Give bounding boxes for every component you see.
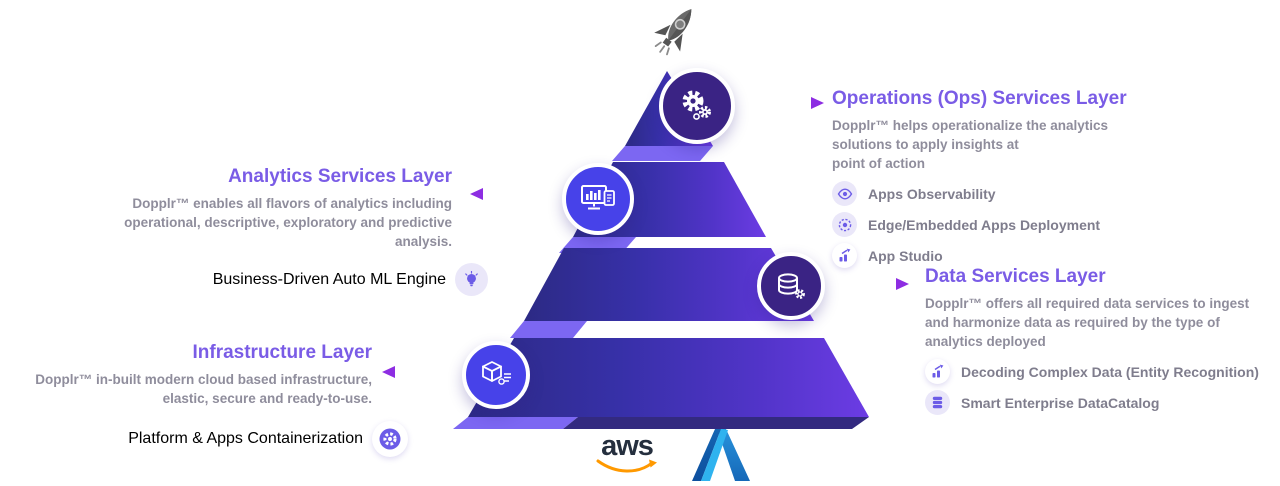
analytics-section: Analytics Services Layer Dopplr™ enables… [32, 166, 488, 297]
azure-logo [692, 429, 752, 486]
data-badge [757, 252, 825, 320]
list-item: Smart Enterprise DataCatalog [925, 390, 1280, 416]
data-arrowhead [896, 278, 909, 290]
list-item: Edge/Embedded Apps Deployment [832, 212, 1177, 238]
item-label: Business-Driven Auto ML Engine [212, 270, 446, 288]
database-stack-icon [925, 390, 950, 416]
list-item: Decoding Complex Data (Entity Recognitio… [925, 359, 1280, 385]
item-label: Apps Observability [868, 185, 996, 202]
cube-icon [482, 361, 511, 385]
chart-arrow-icon [925, 359, 950, 385]
aws-logo-text: aws [601, 430, 654, 462]
operations-description: Dopplr™ helps operationalize the analyti… [832, 117, 1109, 172]
data-section: Data Services Layer Dopplr™ offers all r… [925, 266, 1280, 416]
data-description: Dopplr™ offers all required data service… [925, 295, 1250, 350]
connector-arrows [382, 97, 909, 378]
pyramid-layer-data [524, 248, 814, 321]
pyramid-underside [563, 417, 869, 429]
list-item: App Studio [832, 243, 1177, 269]
aws-smile-icon [596, 459, 657, 473]
infrastructure-description: Dopplr™ in-built modern cloud based infr… [35, 371, 372, 406]
operations-badge [659, 68, 735, 144]
analytics-arrowhead [470, 188, 483, 200]
infrastructure-title: Infrastructure Layer [192, 342, 372, 363]
data-title: Data Services Layer [925, 266, 1106, 287]
item-label: Edge/Embedded Apps Deployment [868, 216, 1101, 233]
operations-title: Operations (Ops) Services Layer [832, 88, 1127, 109]
container-gear-icon [372, 421, 408, 458]
item-label: Platform & Apps Containerization [128, 430, 363, 448]
analytics-description: Dopplr™ enables all flavors of analytics… [124, 195, 452, 250]
rocket-icon [654, 8, 692, 56]
eye-icon [832, 181, 857, 207]
item-label: Smart Enterprise DataCatalog [961, 394, 1160, 411]
list-item: Platform & Apps Containerization [0, 421, 408, 458]
infra-arrowhead [382, 366, 395, 378]
infrastructure-section: Infrastructure Layer Dopplr™ in-built mo… [0, 342, 408, 458]
azure-a-icon [692, 429, 750, 481]
target-icon [832, 212, 857, 238]
database-gear-icon [778, 273, 805, 299]
infrastructure-badge [462, 341, 530, 409]
list-item: Business-Driven Auto ML Engine [32, 263, 488, 297]
chart-arrow-icon [832, 243, 857, 269]
gears-icon [682, 90, 712, 120]
pyramid-layer-infrastructure [468, 338, 869, 417]
operations-section: Operations (Ops) Services Layer Dopplr™ … [832, 88, 1177, 269]
item-label: App Studio [868, 247, 943, 264]
list-item: Apps Observability [832, 181, 1177, 207]
monitor-chart-icon [581, 185, 615, 210]
analytics-title: Analytics Services Layer [228, 166, 452, 187]
analytics-badge [562, 163, 634, 235]
bulb-icon [455, 263, 488, 297]
item-label: Decoding Complex Data (Entity Recognitio… [961, 363, 1259, 380]
ops-arrowhead [811, 97, 824, 109]
aws-logo: aws [596, 430, 658, 479]
